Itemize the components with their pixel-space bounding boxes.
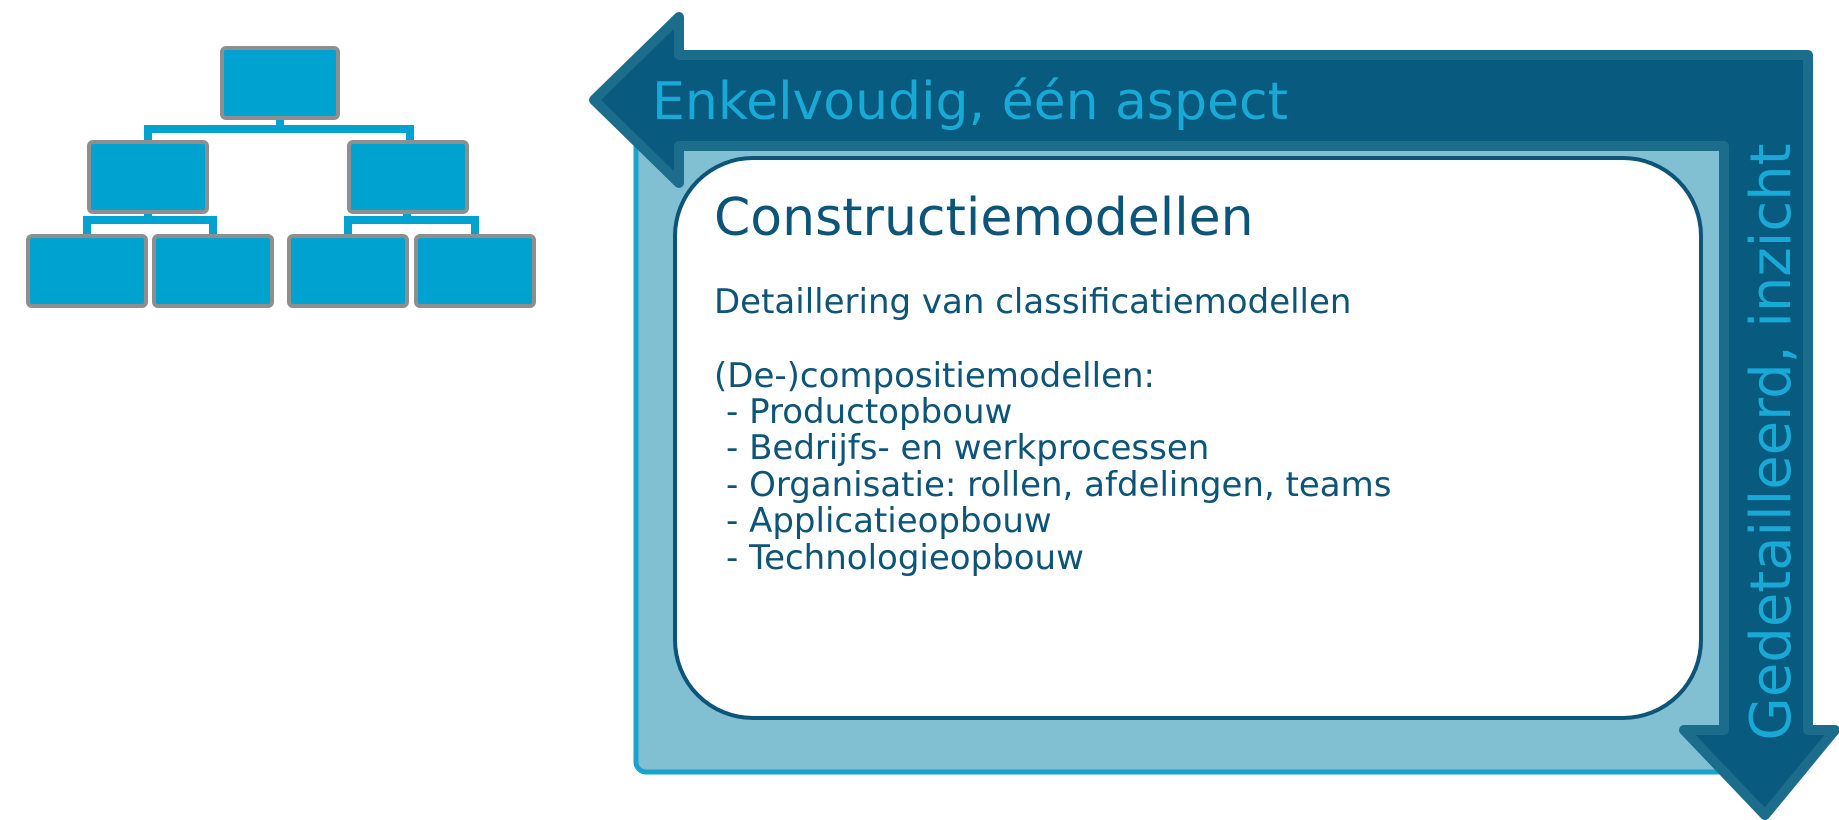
list-item: - Organisatie: rollen, afdelingen, teams bbox=[726, 465, 1391, 505]
card-subtitle: Detaillering van classificatiemodellen bbox=[714, 282, 1351, 322]
list-item: - Applicatieopbouw bbox=[726, 501, 1052, 541]
list-heading: (De-)compositiemodellen: bbox=[714, 356, 1155, 396]
org-node-root bbox=[220, 46, 340, 120]
org-node-left bbox=[87, 140, 209, 214]
side-arrow-label: Gedetailleerd, inzicht bbox=[1739, 143, 1804, 740]
hierarchy-nodes bbox=[26, 46, 536, 308]
org-node-leaf-3 bbox=[287, 234, 409, 308]
content-card bbox=[673, 156, 1703, 720]
bent-arrow bbox=[589, 12, 1839, 820]
org-node-leaf-2 bbox=[152, 234, 274, 308]
hierarchy-connectors bbox=[83, 118, 479, 238]
list-item: - Bedrijfs- en werkprocessen bbox=[726, 428, 1209, 468]
org-node-leaf-4 bbox=[414, 234, 536, 308]
card-title: Constructiemodellen bbox=[714, 188, 1254, 248]
hierarchy-icon bbox=[26, 46, 536, 308]
list-item: - Productopbouw bbox=[726, 392, 1012, 432]
top-arrow-label: Enkelvoudig, één aspect bbox=[652, 72, 1288, 132]
org-node-leaf-1 bbox=[26, 234, 148, 308]
list-item: - Technologieopbouw bbox=[726, 538, 1084, 578]
org-node-right bbox=[347, 140, 469, 214]
